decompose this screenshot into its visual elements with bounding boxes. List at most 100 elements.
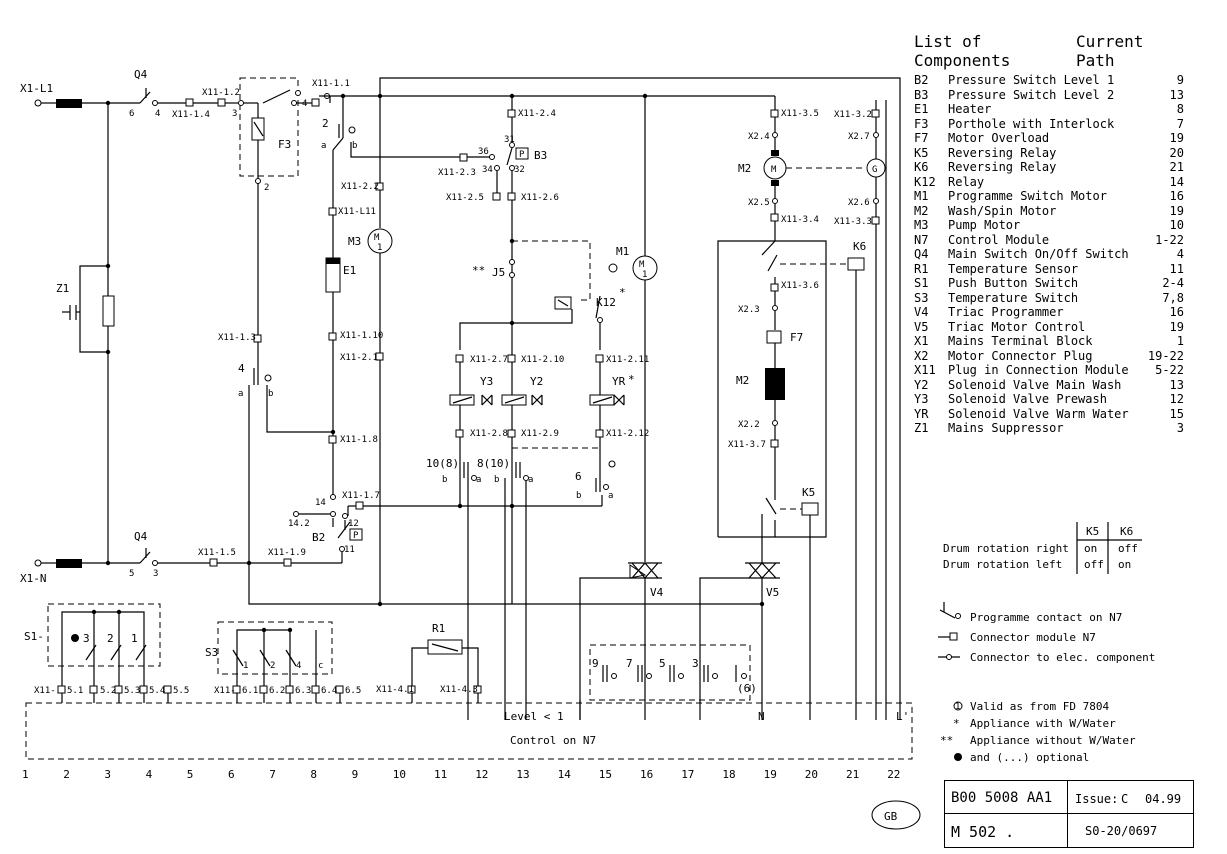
legend-code: M2 xyxy=(914,203,929,218)
legend-path: 19 xyxy=(1169,203,1184,218)
x11-1-9-label: X11-1.9 xyxy=(268,548,306,558)
legend-code: M1 xyxy=(914,189,929,203)
path-number: 4 xyxy=(146,768,153,781)
x11-2-10-label: X11-2.10 xyxy=(521,355,564,365)
c6-a: a xyxy=(608,491,613,501)
legend-name: Pressure Switch Level 1 xyxy=(948,73,1115,87)
m3-pump-motor: M1 X11-2.2 M3 X11-2.1 xyxy=(340,96,393,607)
legend-name: Plug in Connection Module xyxy=(948,363,1129,377)
b2-pin14-2: 14.2 xyxy=(288,519,310,529)
x11-2-3-label: X11-2.3 xyxy=(438,168,476,178)
x11-3-4-label: X11-3.4 xyxy=(781,215,819,225)
svg-text:M: M xyxy=(771,165,777,175)
x11-2-8-label: X11-2.8 xyxy=(470,429,508,439)
x11-2-9-label: X11-2.9 xyxy=(521,429,559,439)
legend-code: YR xyxy=(914,406,929,421)
key-connector-component: Connector to elec. component xyxy=(970,651,1155,664)
x11-1-4-label: X11-1.4 xyxy=(172,110,210,120)
svg-text:**: ** xyxy=(940,734,953,747)
legend-code: B2 xyxy=(914,73,929,87)
path-number: 19 xyxy=(764,768,777,781)
legend-path: 19 xyxy=(1169,319,1184,334)
svg-text:5: 5 xyxy=(659,657,666,670)
x2-5-label: X2.5 xyxy=(748,198,770,208)
path-number: 6 xyxy=(228,768,235,781)
legend-name: Reversing Relay xyxy=(948,145,1057,160)
x11-3-3-label: X11-3.3 xyxy=(834,217,872,227)
v5-label: V5 xyxy=(766,586,779,599)
svg-text:on: on xyxy=(1084,542,1097,555)
contact-8-10-label: 8(10) xyxy=(477,457,510,470)
x11-3-2-label: X11-3.2 xyxy=(834,110,872,120)
z1-label: Z1 xyxy=(56,282,69,295)
svg-text:K5: K5 xyxy=(1086,525,1099,538)
legend-code: K6 xyxy=(914,160,929,174)
svg-text:M: M xyxy=(374,233,380,243)
legend-code: X2 xyxy=(914,348,929,363)
legend-name: Temperature Sensor xyxy=(948,261,1079,276)
legend-code: N7 xyxy=(914,232,929,247)
x11-3-6-label: X11-3.6 xyxy=(781,281,819,291)
lprime-label: L' xyxy=(896,710,909,723)
programme-contacts-motor: 9 7 5 3 (6) xyxy=(579,644,757,720)
legend-code: E1 xyxy=(914,102,929,116)
path-number: 1 xyxy=(22,768,29,781)
n-label: N xyxy=(758,710,765,723)
svg-text:5.1: 5.1 xyxy=(67,686,83,696)
legend-row: Z1 Mains Suppressor 3 xyxy=(914,421,1184,436)
x11-1-5-label: X11-1.5 xyxy=(198,548,236,558)
s4-a: a xyxy=(238,389,243,399)
j5-label: J5 xyxy=(492,266,505,279)
legend-name: Motor Connector Plug xyxy=(948,348,1093,363)
path-number: 12 xyxy=(475,768,488,781)
x2-7-label: X2.7 xyxy=(848,132,870,142)
k12-label: K12 xyxy=(596,296,616,309)
f3-pin4: 4 xyxy=(302,99,307,109)
q4-bot-pin5: 5 xyxy=(129,569,134,579)
x11-l11-label: X11-L11 xyxy=(338,207,376,217)
path-number: 17 xyxy=(681,768,694,781)
svg-text:1: 1 xyxy=(377,243,382,253)
svg-text:off: off xyxy=(1084,558,1104,571)
x11-2-12-label: X11-2.12 xyxy=(606,429,649,439)
legend-name: Triac Motor Control xyxy=(948,319,1086,334)
s4-label: 4 xyxy=(238,362,245,375)
legend-code: Z1 xyxy=(914,421,929,435)
x11-2-4-label: X11-2.4 xyxy=(518,109,556,119)
q4-top-label: Q4 xyxy=(134,68,148,81)
svg-text:2: 2 xyxy=(107,632,114,645)
legend-path: 3 xyxy=(1176,421,1184,435)
legend-path: 1 xyxy=(1176,334,1184,348)
legend-name: Motor Overload xyxy=(948,131,1050,145)
f3-label: F3 xyxy=(278,138,291,151)
m2-top-label: M2 xyxy=(738,162,751,175)
x11-4-3-label: X11-4.3 xyxy=(440,685,478,695)
legend-path: 2-4 xyxy=(1162,276,1184,290)
path-number: 7 xyxy=(269,768,276,781)
m3-label: M3 xyxy=(348,235,361,248)
legend-name: Mains Suppressor xyxy=(948,421,1064,435)
svg-text:Valid as from FD 7804: Valid as from FD 7804 xyxy=(970,700,1109,713)
legend-code: F3 xyxy=(914,116,929,131)
live-bus: X11-1.1 xyxy=(311,77,901,720)
path-number: 21 xyxy=(846,768,859,781)
f3-pin2: 2 xyxy=(264,183,269,193)
k5-label: K5 xyxy=(802,486,815,499)
path-number: 15 xyxy=(599,768,612,781)
legend-path: 20 xyxy=(1169,145,1184,160)
legend-code: Y2 xyxy=(914,377,929,392)
x11-3-5-label: X11-3.5 xyxy=(781,109,819,119)
m1-programme-motor: M1 M1 V4 xyxy=(579,96,664,720)
contact-9: 9 xyxy=(592,657,617,682)
